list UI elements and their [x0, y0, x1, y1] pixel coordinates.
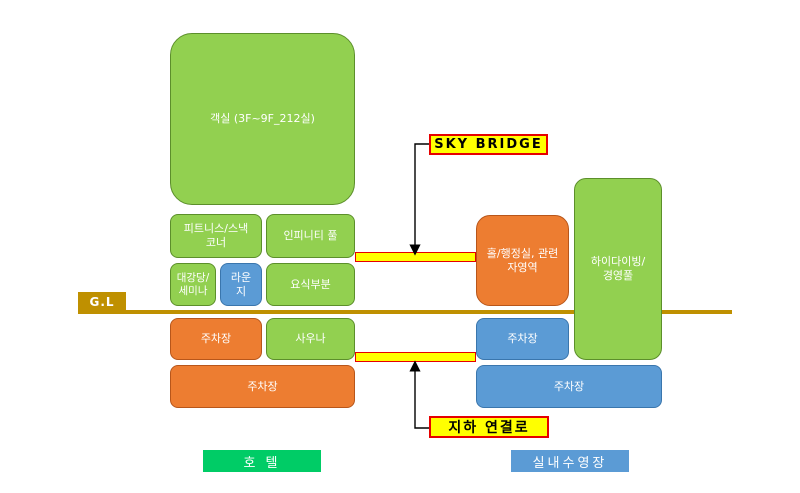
sky-bridge-arrow [409, 143, 429, 256]
underground-callout: 지하 연결로 [429, 416, 549, 438]
hotel-restaurant: 요식부분 [266, 263, 355, 306]
hotel-grand-hall: 대강당/세미나 [170, 263, 216, 306]
hotel-parking-b1: 주차장 [170, 318, 262, 360]
aquatic-legend: 실내수영장 [511, 450, 629, 472]
aquatic-diving-pool: 하이다이빙/경영풀 [574, 178, 662, 360]
hotel-infinity-pool: 인피니티 풀 [266, 214, 355, 258]
underground-arrow [409, 360, 429, 429]
aquatic-parking-b2: 주차장 [476, 365, 662, 408]
hotel-sauna-label: 사우나 [295, 332, 326, 345]
hotel-rooms-label: 객실 (3F~9F_212실) [210, 112, 315, 125]
hotel-lounge-label: 라운지 [230, 270, 252, 298]
hotel-parking-b2: 주차장 [170, 365, 355, 408]
hotel-grand-hall-label: 대강당/세미나 [176, 271, 210, 297]
hotel-parking-b1-label: 주차장 [200, 332, 232, 345]
hotel-rooms: 객실 (3F~9F_212실) [170, 33, 355, 205]
aquatic-diving-pool-label: 하이다이빙/경영풀 [590, 255, 646, 282]
aquatic-hall-label: 홀/행정실, 관련자영역 [486, 246, 559, 274]
hotel-infinity-pool-label: 인피니티 풀 [283, 229, 338, 242]
hotel-fitness: 피트니스/스낵코너 [170, 214, 262, 258]
aquatic-hall: 홀/행정실, 관련자영역 [476, 215, 569, 306]
hotel-fitness-label: 피트니스/스낵코너 [183, 222, 249, 249]
hotel-lounge: 라운지 [220, 263, 262, 306]
ground-level-line [78, 310, 732, 314]
hotel-parking-b2-label: 주차장 [247, 379, 278, 393]
aquatic-parking-b2-label: 주차장 [553, 379, 585, 393]
aquatic-parking-b1-label: 주차장 [507, 332, 538, 345]
aquatic-parking-b1: 주차장 [476, 318, 569, 360]
hotel-restaurant-label: 요식부분 [290, 277, 331, 291]
ground-level-label: G.L [78, 292, 126, 312]
hotel-legend: 호 텔 [203, 450, 321, 472]
hotel-sauna: 사우나 [266, 318, 355, 360]
sky-bridge-callout: SKY BRIDGE [429, 134, 548, 155]
